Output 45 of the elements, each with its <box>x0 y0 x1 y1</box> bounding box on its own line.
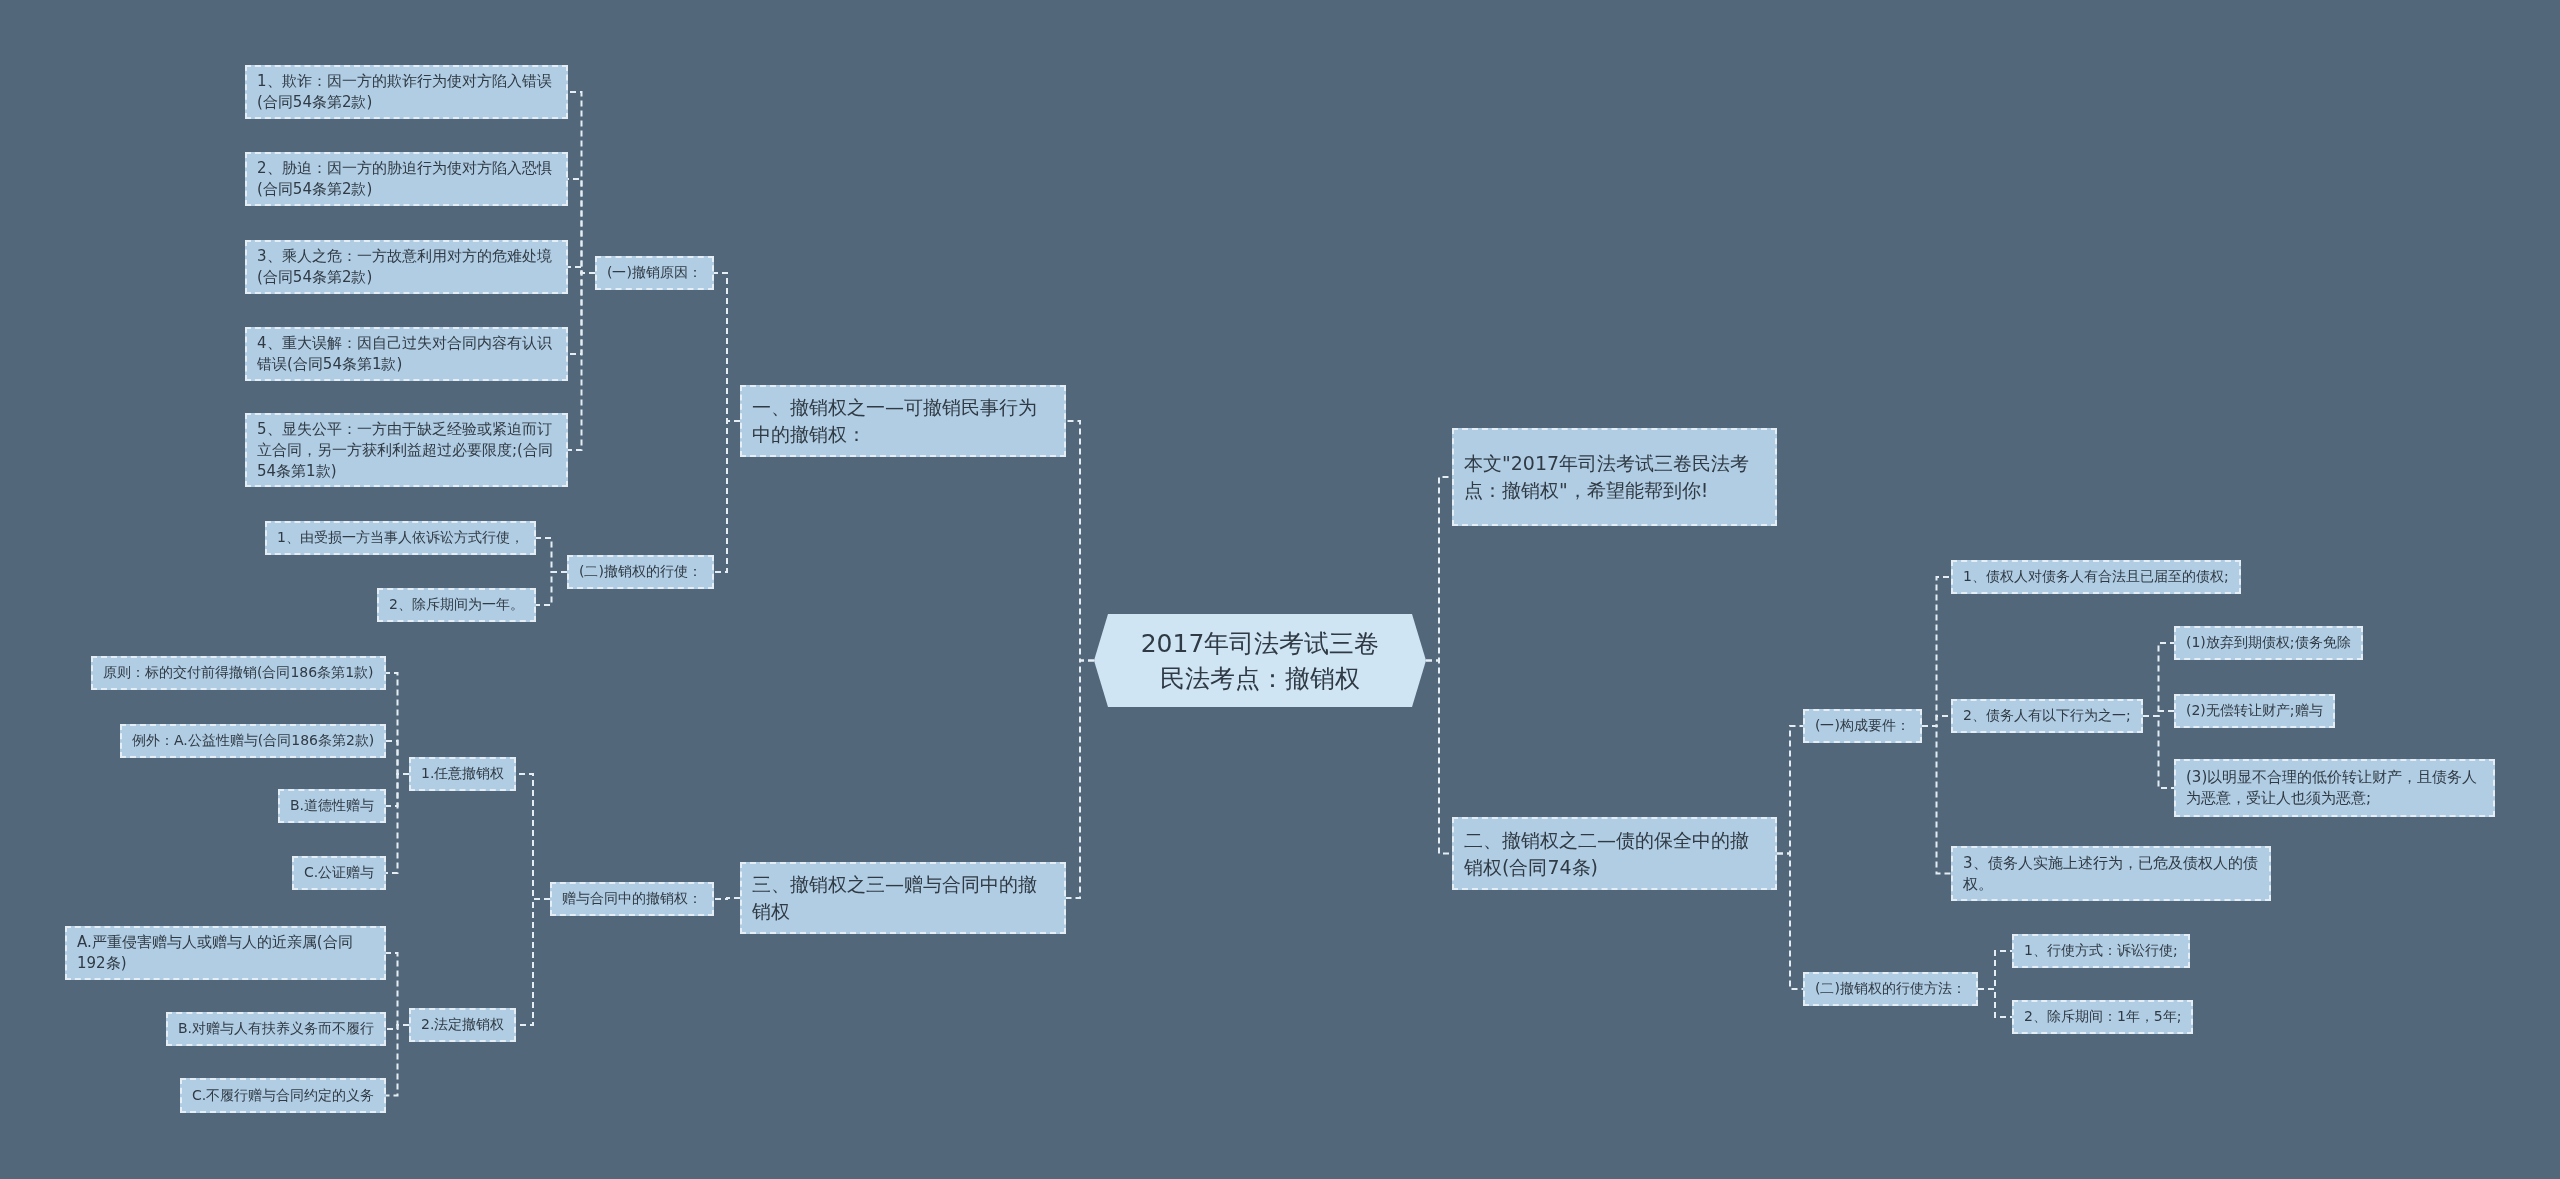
topic-box: 一、撤销权之一—可撤销民事行为中的撤销权： <box>740 385 1066 457</box>
connector-line <box>535 571 568 606</box>
topic-box: (二)撤销权的行使方法： <box>1803 972 1978 1006</box>
topic-box: 4、重大误解：因自己过失对合同内容有认识错误(合同54条第1款) <box>245 327 568 381</box>
topic-box: 5、显失公平：一方由于缺乏经验或紧迫而订立合同，另一方获利利益超过必要限度;(合同54条第1款) <box>245 413 568 487</box>
topic-box: 原则：标的交付前得撤销(合同186条第1款) <box>91 656 386 690</box>
topic-box: 2、债务人有以下行为之一; <box>1951 699 2143 733</box>
topic-box: 1、债权人对债务人有合法且已届至的债权; <box>1951 560 2241 594</box>
topic-box: 2.法定撤销权 <box>409 1008 517 1042</box>
topic-box: 三、撤销权之三—赠与合同中的撤销权 <box>740 862 1066 934</box>
connector-line <box>2142 715 2175 789</box>
topic-box: 3、债务人实施上述行为，已危及债权人的债权。 <box>1951 846 2271 901</box>
topic-box: 1、行使方式：诉讼行使; <box>2012 934 2190 968</box>
topic-box: C.公证赠与 <box>292 856 387 890</box>
connector-line <box>1776 852 1804 990</box>
topic-box: 赠与合同中的撤销权： <box>550 882 714 916</box>
topic-box: B.对赠与人有扶养义务而不履行 <box>166 1012 387 1046</box>
topic-box: 例外：A.公益性赠与(合同186条第2款) <box>120 724 387 758</box>
topic-box: A.严重侵害赠与人或赠与人的近亲属(合同192条) <box>65 926 386 980</box>
topic-box: (3)以明显不合理的低价转让财产，且债务人为恶意，受让人也须为恶意; <box>2174 759 2495 817</box>
topic-box: (一)撤销原因： <box>595 256 714 290</box>
connector-line <box>567 272 596 451</box>
topic-box: (2)无偿转让财产;赠与 <box>2174 694 2335 728</box>
topic-box: 1.任意撤销权 <box>409 757 517 791</box>
connector-line <box>1065 659 1095 899</box>
topic-box: 3、乘人之危：一方故意利用对方的危难处境(合同54条第2款) <box>245 240 568 294</box>
topic-box: 二、撤销权之二—债的保全中的撤销权(合同74条) <box>1452 817 1777 890</box>
connector-line <box>1921 725 1952 875</box>
topic-box: 本文"2017年司法考试三卷民法考点：撤销权"，希望能帮到你! <box>1452 428 1777 526</box>
topic-box: 1、由受损一方当事人依诉讼方式行使， <box>265 521 536 555</box>
connector-line <box>1977 988 2013 1018</box>
central-topic-hexagon: 2017年司法考试三卷民法考点：撤销权 <box>1094 614 1426 707</box>
topic-box: 2、除斥期间为一年。 <box>377 588 536 622</box>
topic-box: 2、除斥期间：1年，5年; <box>2012 1000 2194 1034</box>
connector-line <box>713 420 741 573</box>
topic-box: C.不履行赠与合同约定的义务 <box>180 1078 387 1113</box>
connector-line <box>385 1024 410 1097</box>
topic-box: (二)撤销权的行使： <box>567 555 714 589</box>
connector-line <box>385 773 410 874</box>
topic-box: (一)构成要件： <box>1803 709 1922 743</box>
topic-box: 1、欺诈：因一方的欺诈行为使对方陷入错误(合同54条第2款) <box>245 65 568 119</box>
topic-box: (1)放弃到期债权;债务免除 <box>2174 626 2363 660</box>
topic-box: B.道德性赠与 <box>278 789 387 823</box>
topic-box: 2、胁迫：因一方的胁迫行为使对方陷入恐惧(合同54条第2款) <box>245 152 568 206</box>
connector-line <box>713 897 741 900</box>
